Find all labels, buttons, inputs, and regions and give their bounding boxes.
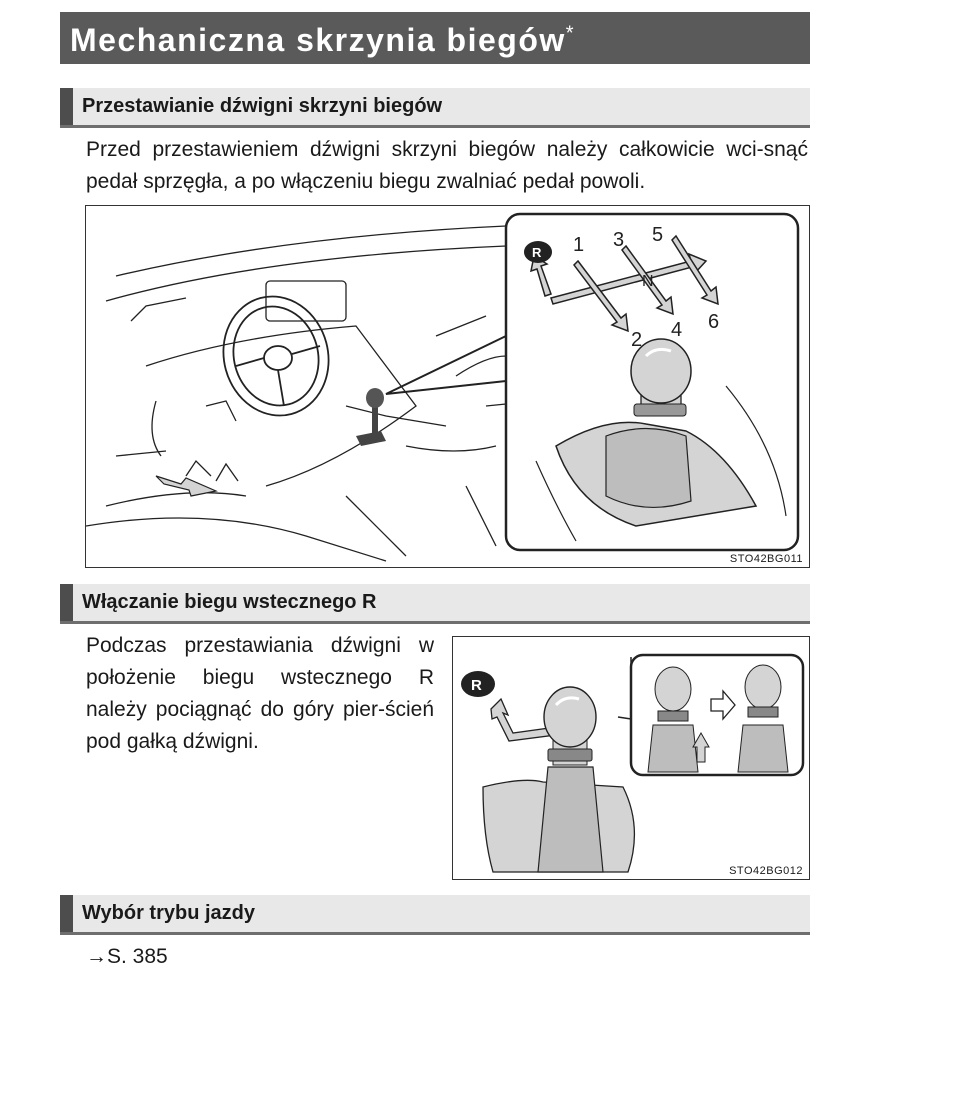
section-heading-text: Włączanie biegu wstecznego R — [82, 591, 377, 613]
section-heading-text: Wybór trybu jazdy — [82, 902, 255, 924]
figure-code: STO42BG011 — [729, 553, 803, 565]
figure-code: STO42BG012 — [729, 865, 803, 877]
reverse-label: R — [532, 245, 542, 260]
section-heading-shifting: Przestawianie dźwigni skrzyni biegów — [60, 88, 810, 128]
shift-pattern-arrows — [530, 234, 719, 333]
transition-arrow — [710, 689, 736, 721]
section-heading-reverse: Włączanie biegu wstecznego R — [60, 584, 810, 624]
page-reference-link[interactable]: →S. 385 — [86, 945, 168, 968]
section-heading-text: Przestawianie dźwigni skrzyni biegów — [82, 95, 443, 117]
gear-label-2: 2 — [631, 329, 642, 351]
gear-label-1: 1 — [573, 234, 584, 256]
section-accent-bar — [60, 895, 73, 932]
steering-wheel-sketch — [222, 295, 330, 417]
page-title-text: Mechaniczna skrzynia biegów — [70, 22, 566, 58]
shifting-instructions: Przed przestawieniem dźwigni skrzyni bie… — [86, 138, 808, 193]
reverse-badge: R — [461, 671, 495, 697]
title-marker: * — [565, 22, 576, 45]
gear-label-neutral: N — [642, 273, 654, 290]
reverse-label: R — [471, 677, 482, 694]
gear-label-5: 5 — [652, 224, 663, 246]
knob-after — [737, 664, 789, 773]
small-gear-lever — [356, 388, 386, 446]
gear-label-6: 6 — [708, 311, 719, 333]
section-accent-bar — [60, 584, 73, 621]
gear-knob-large — [535, 338, 787, 542]
gear-label-3: 3 — [613, 229, 624, 251]
reverse-instructions: Podczas przestawiania dźwigni w położeni… — [86, 634, 434, 753]
figure-reverse: R STO42BG012 — [452, 636, 810, 880]
pedal-arrow — [155, 475, 218, 497]
gear-numbers: 1 3 5 2 4 6 N — [573, 224, 719, 351]
callout-line — [617, 657, 632, 720]
gear-knob-main — [482, 686, 636, 873]
page-title-bar: Mechaniczna skrzynia biegów* — [60, 12, 810, 64]
section-accent-bar — [60, 88, 73, 125]
page-title: Mechaniczna skrzynia biegów* — [70, 22, 575, 59]
gear-label-4: 4 — [671, 319, 682, 341]
knob-before — [647, 666, 699, 773]
reverse-illustration: R — [461, 653, 805, 873]
callout-lines — [385, 335, 507, 395]
shift-illustration: R 1 3 5 2 4 6 N — [85, 212, 800, 562]
section-heading-drive-mode: Wybór trybu jazdy — [60, 895, 810, 935]
reverse-badge: R — [524, 241, 552, 263]
up-arrow — [692, 731, 710, 763]
dashboard-sketch — [85, 225, 507, 562]
figure-shift-pattern: R 1 3 5 2 4 6 N STO42BG011 — [85, 205, 810, 568]
